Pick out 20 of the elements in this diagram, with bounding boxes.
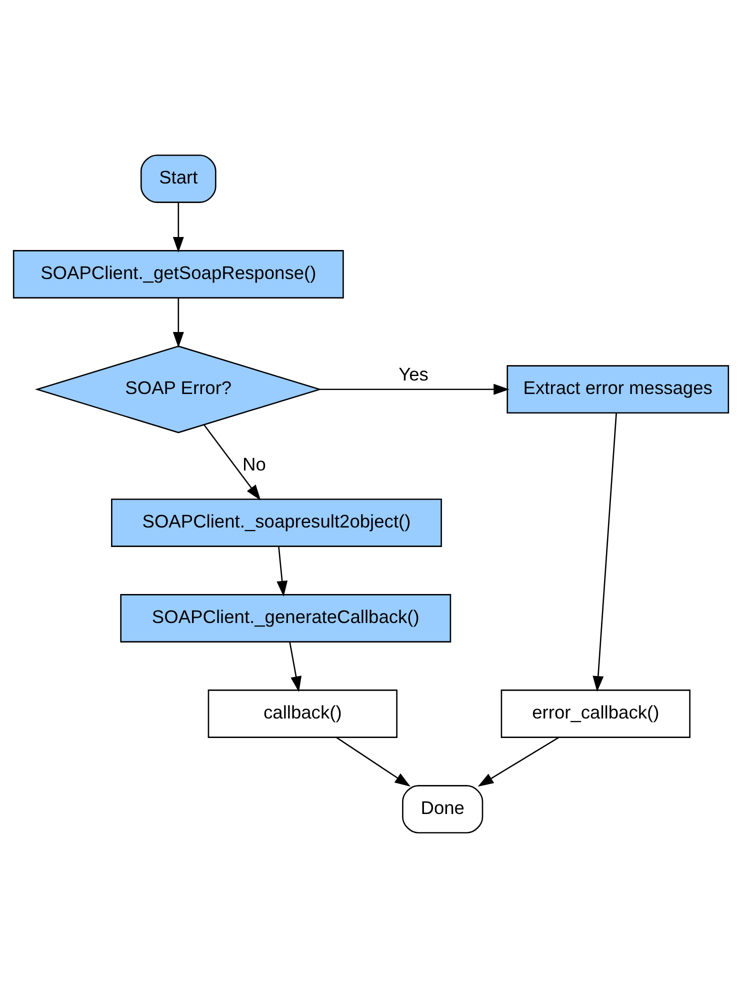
arrow [320, 384, 510, 395]
arrow [204, 424, 261, 500]
edge-label: Yes [398, 363, 428, 384]
node-box: error_callback() [500, 690, 690, 738]
arrow [478, 736, 560, 787]
node-box: SOAPClient._generateCallback() [120, 594, 452, 642]
arrow [289, 642, 302, 692]
arrow [592, 413, 617, 692]
node-box: Done [402, 785, 484, 834]
node-box: callback() [208, 690, 398, 738]
arrow [276, 546, 288, 597]
arrow [172, 202, 184, 253]
node-box: SOAPClient._soapresult2object() [111, 498, 442, 547]
node-box: Start [140, 154, 216, 203]
node-box: Extract error messages [506, 365, 730, 414]
arrow [336, 736, 411, 787]
arrow [172, 298, 184, 348]
edge-label: No [242, 454, 266, 475]
node-box: SOAPClient._getSoapResponse() [12, 250, 344, 298]
node-diamond: SOAP Error? [34, 346, 322, 434]
